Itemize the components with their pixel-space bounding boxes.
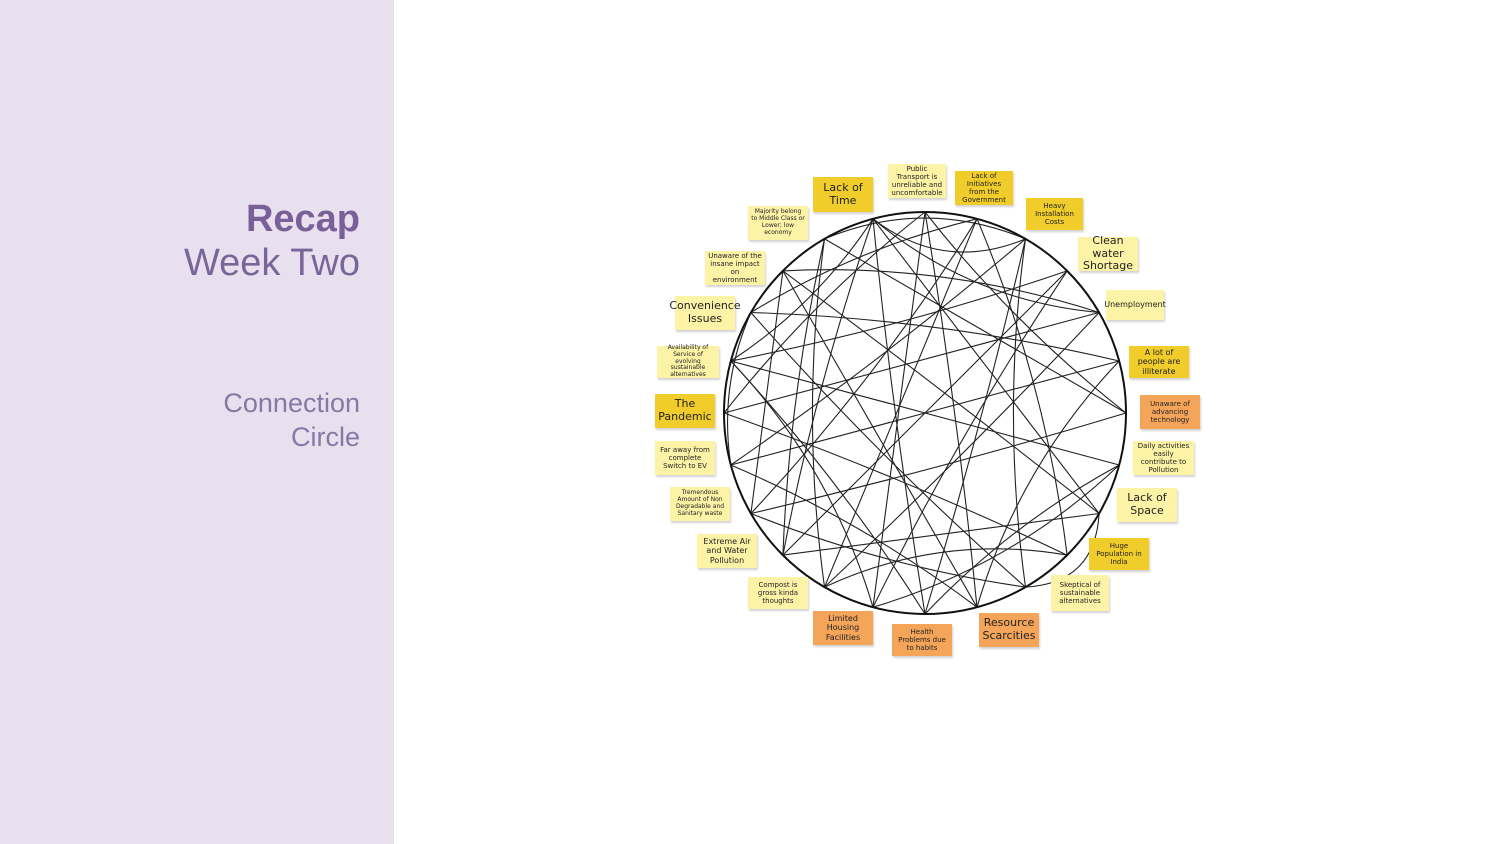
- connection-line: [727, 312, 752, 466]
- sticky-note[interactable]: Limited Housing Facilities: [813, 611, 873, 645]
- sticky-note[interactable]: Tremendous Amount of Non Degradable and …: [670, 487, 730, 521]
- title-week-two: Week Two: [183, 242, 360, 284]
- connection-line: [750, 311, 1120, 362]
- connection-line: [824, 238, 1127, 414]
- sticky-note[interactable]: Availability of Service of evolving sust…: [657, 344, 719, 378]
- connection-line: [824, 548, 1068, 588]
- connection-circle-outline: [723, 211, 1127, 615]
- sticky-note[interactable]: Huge Population in India: [1089, 538, 1149, 570]
- connection-line: [750, 412, 1127, 515]
- sticky-note[interactable]: Resource Scarcities: [979, 613, 1039, 647]
- connection-line: [750, 312, 1026, 588]
- sticky-note[interactable]: Extreme Air and Water Pollution: [697, 534, 757, 568]
- sidebar-panel: Recap Week Two Connection Circle: [0, 0, 394, 844]
- connection-line: [750, 218, 978, 514]
- connection-line: [730, 218, 874, 362]
- connection-line: [730, 238, 1026, 466]
- sticky-note[interactable]: Unemployment: [1104, 290, 1166, 320]
- connection-lines: [723, 211, 1127, 615]
- connection-line: [924, 211, 978, 608]
- connection-line: [750, 218, 978, 313]
- sticky-note[interactable]: Heavy Installation Costs: [1026, 198, 1083, 230]
- sticky-note[interactable]: Health Problems due to habits: [892, 624, 952, 656]
- connection-line: [750, 270, 784, 514]
- sticky-note[interactable]: Daily activities easily contribute to Po…: [1133, 441, 1194, 475]
- sticky-note[interactable]: Public Transport is unreliable and uncom…: [888, 164, 946, 198]
- connection-line: [1025, 513, 1100, 588]
- connection-line: [730, 360, 1120, 466]
- connection-line: [872, 218, 1100, 314]
- connection-line: [723, 311, 1100, 414]
- sticky-note[interactable]: Far away from complete Switch to EV: [655, 441, 715, 475]
- sticky-note[interactable]: Convenience Issues: [669, 296, 741, 330]
- connection-line: [823, 218, 978, 588]
- connection-line: [811, 238, 826, 588]
- connection-line: [782, 512, 1100, 556]
- connection-line: [730, 360, 926, 615]
- sticky-note[interactable]: Lack of Initiatives from the Government: [955, 171, 1013, 205]
- sticky-note[interactable]: Skeptical of sustainable alternatives: [1051, 575, 1109, 611]
- connection-line: [723, 412, 1068, 556]
- subtitle-line-2: Circle: [290, 422, 360, 452]
- sticky-note[interactable]: Majority belong to Middle Class or Lower…: [748, 206, 808, 240]
- connection-circle-diagram: Lack of Time Public Transport is unreliab…: [394, 0, 1500, 844]
- sticky-note[interactable]: Clean water Shortage: [1078, 234, 1138, 272]
- connection-line: [782, 269, 1100, 314]
- title-recap: Recap: [245, 198, 360, 240]
- sticky-note[interactable]: Lack of Time: [813, 177, 873, 212]
- sticky-note[interactable]: The Pandemic: [655, 394, 715, 428]
- connection-line: [872, 218, 1100, 514]
- sticky-note[interactable]: Compost is gross kinda thoughts: [748, 577, 808, 609]
- connection-line: [782, 238, 826, 556]
- connection-line: [824, 217, 1026, 240]
- connection-line: [824, 312, 1100, 588]
- sticky-note[interactable]: A lot of people are illiterate: [1129, 346, 1189, 378]
- sticky-note[interactable]: Lack of Space: [1117, 488, 1177, 522]
- connection-line: [750, 512, 1026, 588]
- connection-line: [782, 270, 1100, 514]
- subtitle-connection-circle: Connection Circle: [223, 386, 360, 454]
- subtitle-line-1: Connection: [223, 388, 360, 418]
- connection-line: [730, 270, 1068, 362]
- connection-line: [872, 464, 1120, 608]
- connection-line: [730, 360, 874, 608]
- connection-line: [976, 360, 1120, 608]
- sticky-note[interactable]: Unaware of the insane impact on environm…: [705, 251, 765, 285]
- sticky-note[interactable]: Unaware of advancing technology: [1140, 395, 1200, 429]
- connection-line: [872, 218, 926, 615]
- connection-line: [872, 218, 1026, 253]
- connection-line: [872, 211, 926, 608]
- connection-line: [730, 464, 978, 608]
